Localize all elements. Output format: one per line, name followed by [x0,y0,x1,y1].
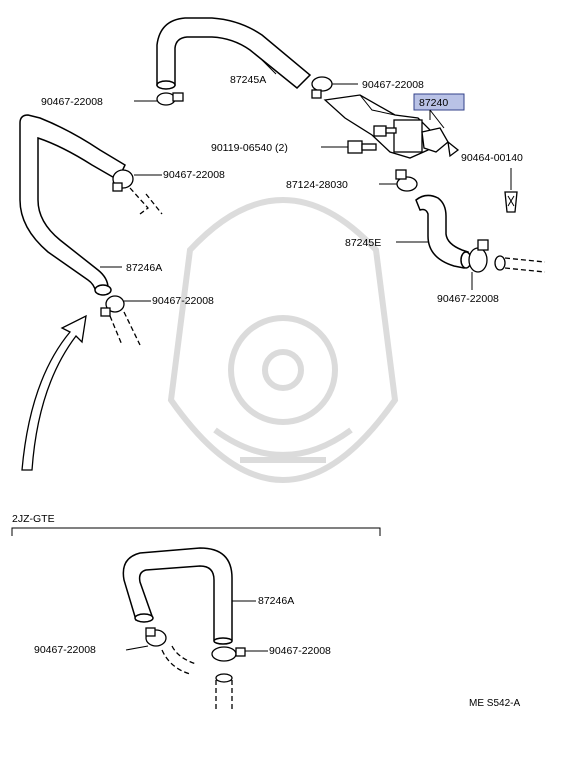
clamp-left-lower[interactable] [100,295,125,317]
hose-87245A-upper[interactable] [156,17,312,90]
hose-87245E[interactable] [415,194,472,269]
clamp-87124[interactable] [395,169,418,192]
variant-bracket-line [11,527,381,536]
clamp-left-mid[interactable] [112,169,134,192]
label-hose-87245A-upper: 87245A [230,74,266,86]
clamp-bottom-right[interactable] [211,646,246,683]
label-clamp-top-right: 90467-22008 [362,79,424,91]
label-hose-87246A-left: 87246A [126,262,162,274]
figure-code: ME S542-A [469,698,520,709]
label-engine-variant: 2JZ-GTE [12,513,55,525]
hose-87246A-bottom[interactable] [122,547,233,645]
label-clamp-left-mid: 90467-22008 [163,169,225,181]
label-clamp-left-lower: 90467-22008 [152,295,214,307]
clamp-top-right[interactable] [311,76,333,99]
label-hose-87246A-bottom: 87246A [258,595,294,607]
label-hose-87245E: 87245E [345,237,381,249]
label-bolt-90119: 90119-06540 (2) [211,142,288,154]
label-clip-90464: 90464-00140 [461,152,523,164]
highlight-87240[interactable] [413,93,465,111]
label-clamp-top-left: 90467-22008 [41,96,103,108]
watermark-emblem [167,197,399,483]
label-clamp-bottom-right: 90467-22008 [269,645,331,657]
clamp-right-lower[interactable] [468,239,506,273]
label-clamp-87124: 87124-28030 [286,179,348,191]
clip-90464[interactable] [504,191,518,213]
clamp-top-left[interactable] [156,92,184,106]
label-clamp-bottom-left: 90467-22008 [34,644,96,656]
label-clamp-right-lower: 90467-22008 [437,293,499,305]
direction-arrow [21,314,87,471]
label-bracket-87240: 87240 [419,97,448,109]
bolt-90119[interactable] [347,125,397,154]
clamp-bottom-left[interactable] [145,627,167,647]
hose-87246A-left[interactable] [19,114,126,296]
